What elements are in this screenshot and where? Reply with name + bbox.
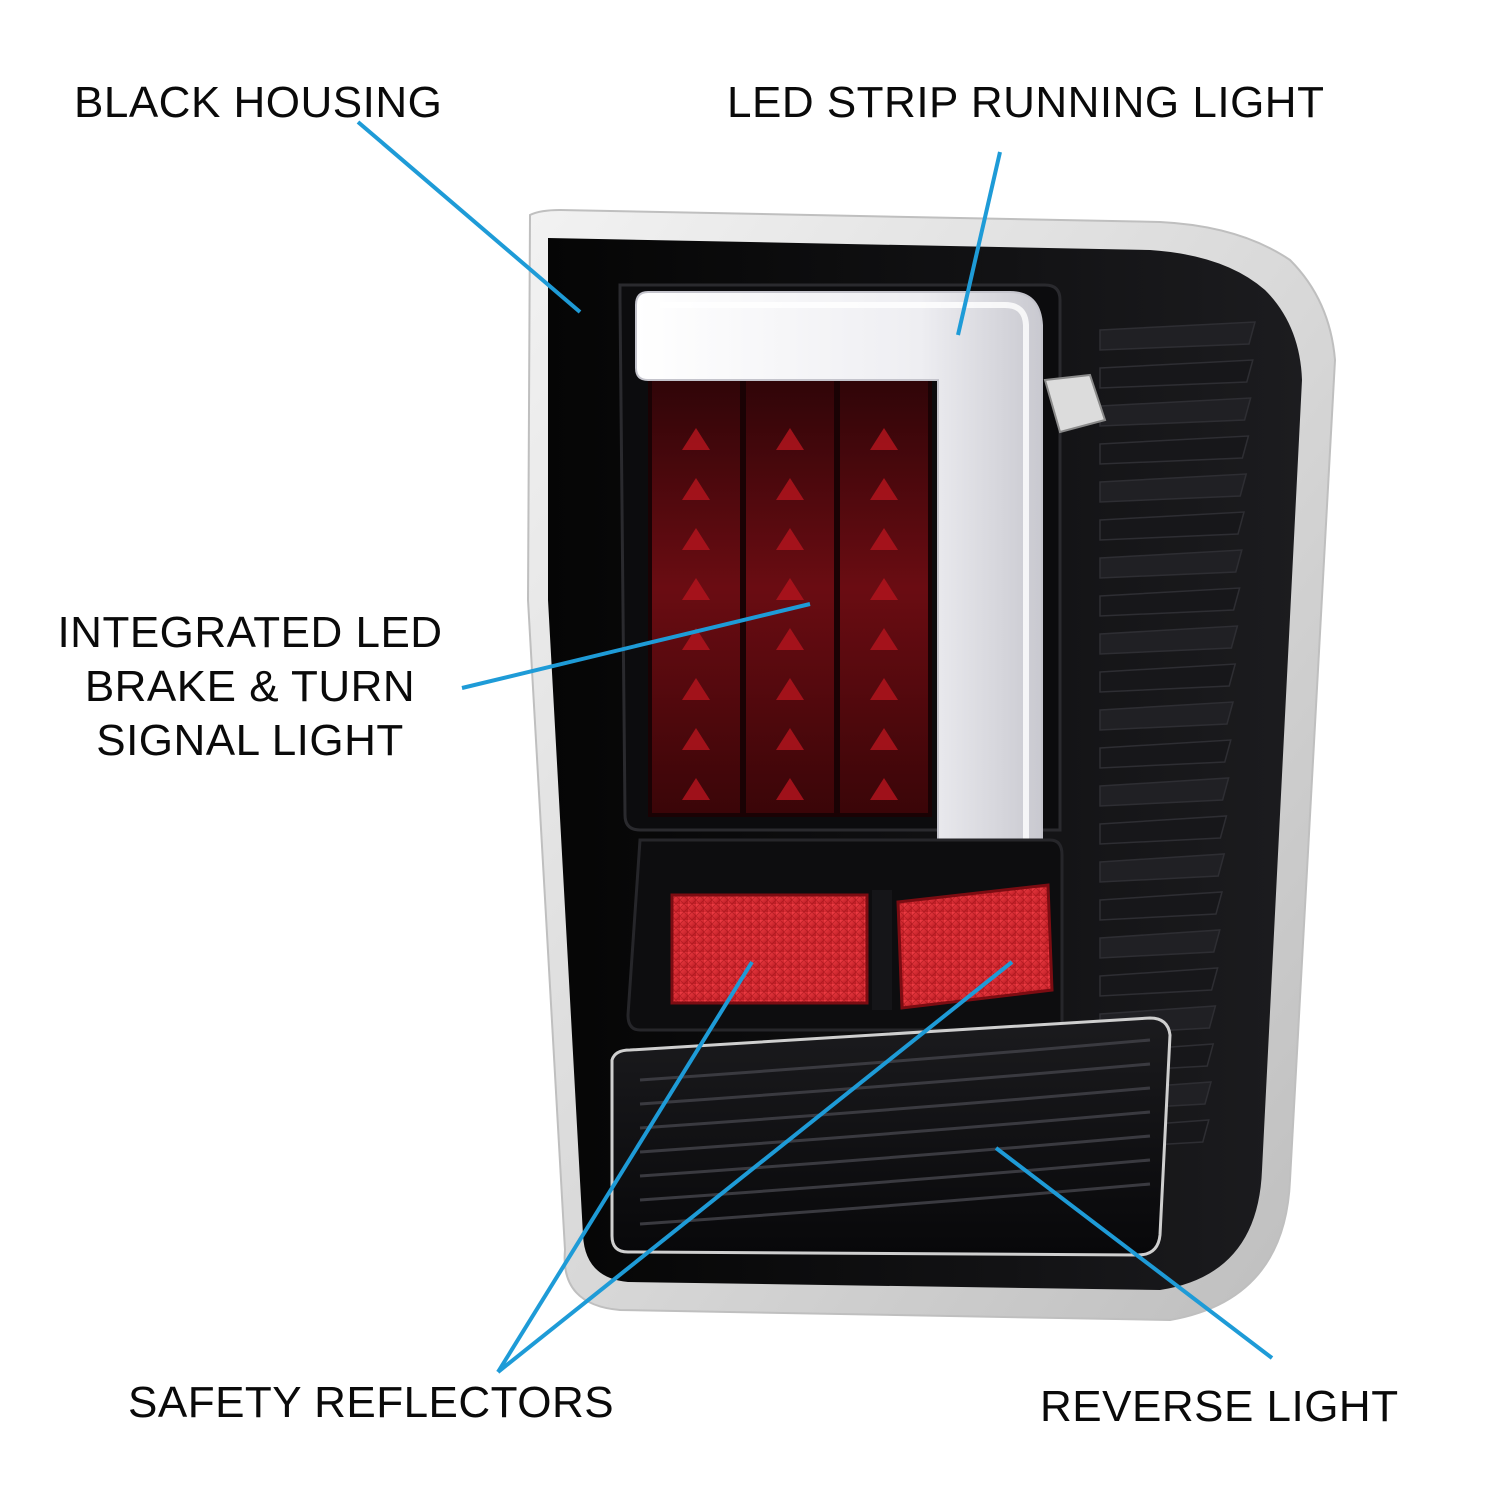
red-led-diode <box>682 428 710 450</box>
housing-rib <box>1099 929 1221 959</box>
reverse-lens-rib <box>639 1062 1151 1106</box>
reverse-light-ribs <box>639 1038 1151 1226</box>
reverse-lens-rib <box>639 1110 1151 1154</box>
callout-reverse-light: REVERSE LIGHT <box>1040 1382 1399 1431</box>
red-led-diode <box>682 628 710 650</box>
leader-lines <box>356 120 1274 1374</box>
reverse-light-lens <box>610 1016 1172 1257</box>
reverse-lens-rib <box>639 1038 1151 1082</box>
reverse-lens-rib <box>639 1134 1151 1178</box>
housing-rib <box>1099 967 1219 997</box>
red-led-diode <box>870 478 898 500</box>
reverse-lens-rib <box>639 1182 1151 1226</box>
red-led-diode <box>870 578 898 600</box>
leader-reflector-left <box>496 960 754 1374</box>
red-led-diode <box>776 778 804 800</box>
red-led-diode <box>870 728 898 750</box>
red-led-columns <box>648 358 932 817</box>
red-led-diode <box>776 678 804 700</box>
led-strip-highlight <box>660 302 1029 850</box>
red-led-diode <box>870 778 898 800</box>
housing-rib <box>1099 321 1256 351</box>
reflector-divider <box>872 890 892 1010</box>
housing-rib <box>1099 777 1230 807</box>
red-led-diode <box>776 628 804 650</box>
housing-rib <box>1099 701 1234 731</box>
red-led-diode <box>682 578 710 600</box>
housing-ribs <box>1099 321 1256 1149</box>
callout-integrated-line-3: SIGNAL LIGHT <box>96 716 404 765</box>
reflector-left <box>670 893 869 1005</box>
housing-rib <box>1099 549 1243 579</box>
red-led-diode <box>776 428 804 450</box>
reflector-right <box>896 883 1054 1010</box>
leader-led-strip <box>956 151 1002 336</box>
leader-integrated-led <box>461 602 811 690</box>
red-led-diode <box>682 528 710 550</box>
housing-rib <box>1099 815 1228 845</box>
housing-rib <box>1099 511 1245 541</box>
reverse-lens-rib <box>639 1158 1151 1202</box>
callout-integrated-led-brake-turn: INTEGRATED LED BRAKE & TURN SIGNAL LIGHT <box>30 606 470 768</box>
callout-integrated-line-2: BRAKE & TURN <box>84 662 416 711</box>
housing-rib <box>1099 359 1254 389</box>
housing-rib <box>1099 625 1239 655</box>
housing-rib <box>1099 663 1237 693</box>
red-led-diode <box>682 478 710 500</box>
callout-integrated-line-1: INTEGRATED LED <box>57 608 443 657</box>
red-led-diode <box>682 728 710 750</box>
red-led-diode <box>776 528 804 550</box>
red-led-diode <box>682 778 710 800</box>
leader-reverse-light <box>994 1146 1274 1360</box>
callout-safety-reflectors: SAFETY REFLECTORS <box>128 1378 615 1427</box>
red-led-diode <box>870 428 898 450</box>
red-led-diode <box>776 578 804 600</box>
strip-connector <box>1043 373 1107 434</box>
leader-black-housing <box>356 120 582 314</box>
leader-reflector-right <box>496 960 1014 1374</box>
reverse-lens-rib <box>639 1086 1151 1130</box>
housing-rib <box>1099 891 1224 921</box>
housing-rib <box>1099 853 1226 883</box>
red-led-diode <box>776 478 804 500</box>
red-led-diode <box>776 728 804 750</box>
housing-rib <box>1099 739 1232 769</box>
red-led-diode <box>682 678 710 700</box>
red-led-diode <box>870 628 898 650</box>
callout-led-strip-running-light: LED STRIP RUNNING LIGHT <box>727 78 1325 127</box>
housing-rib <box>1099 587 1241 617</box>
housing-rib <box>1099 435 1250 465</box>
red-led-diode <box>870 678 898 700</box>
callout-black-housing: BLACK HOUSING <box>74 78 443 127</box>
housing-rib <box>1099 473 1248 503</box>
red-led-diode <box>870 528 898 550</box>
